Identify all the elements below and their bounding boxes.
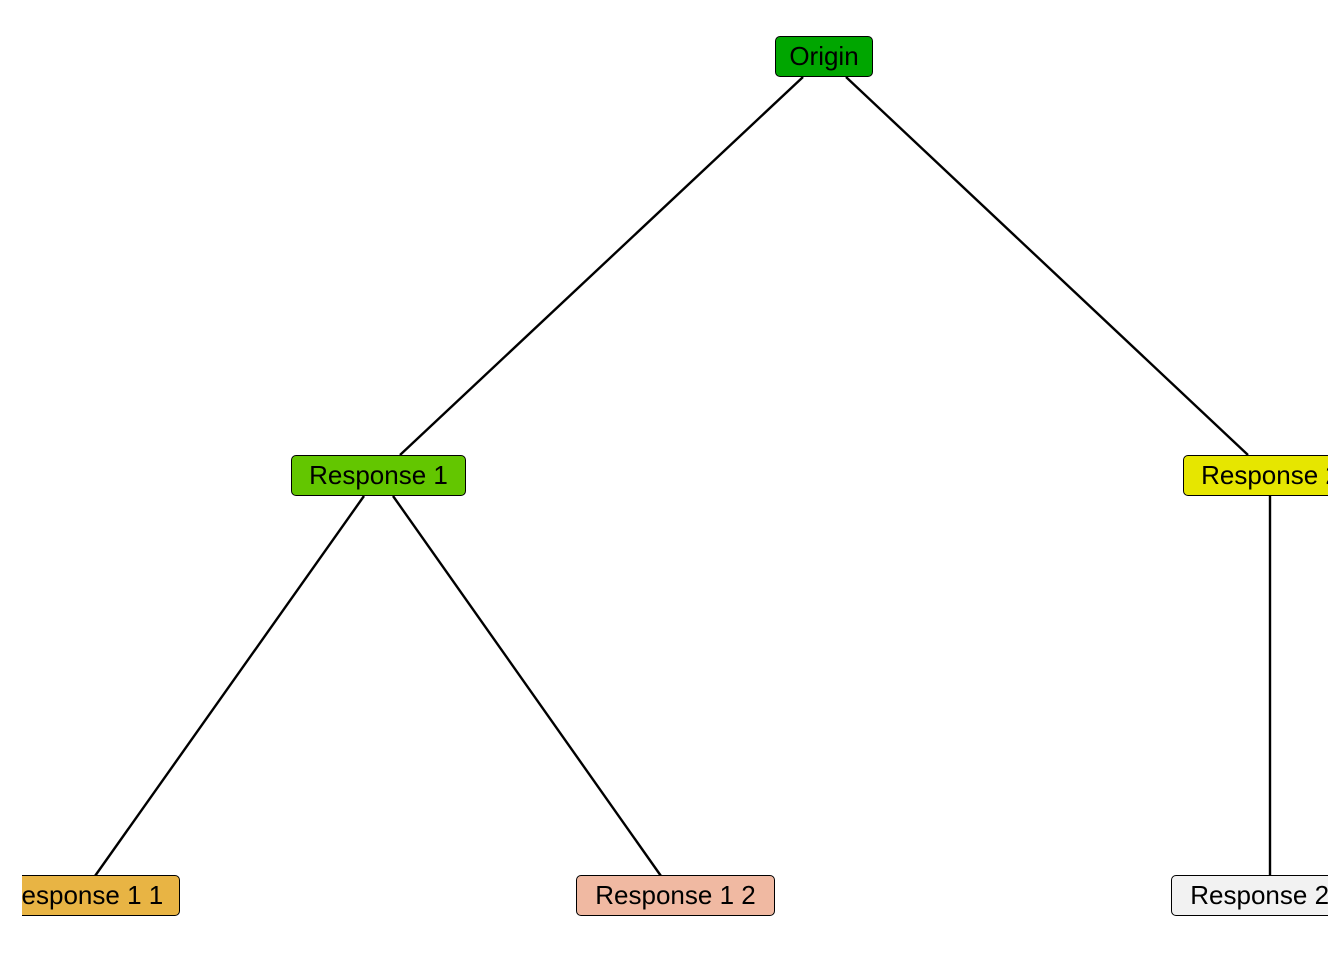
- edge-response-1-response-1-2: [392, 495, 662, 877]
- edge-origin-response-1: [399, 76, 804, 456]
- node-response-2-1-label: Response 2 1: [1190, 880, 1328, 910]
- node-response-1-2-label: Response 1 2: [595, 880, 756, 910]
- node-response-1-2: Response 1 2: [576, 875, 775, 916]
- node-response-2-1: Response 2 1: [1171, 875, 1328, 916]
- edge-origin-response-2: [845, 76, 1249, 456]
- node-origin-label: Origin: [789, 41, 859, 71]
- edge-response-1-response-1-1: [94, 495, 365, 877]
- node-origin: Origin: [775, 36, 873, 77]
- node-response-1: Response 1: [291, 455, 466, 496]
- node-response-1-label: Response 1: [309, 460, 448, 490]
- node-response-1-1-label: Response 1 1: [22, 880, 164, 910]
- node-response-1-1: Response 1 1: [22, 875, 180, 916]
- node-response-2-label: Response 2: [1201, 460, 1328, 490]
- node-response-2: Response 2: [1183, 455, 1328, 496]
- diagram-area: Origin Response 1 Response 2 Response 1 …: [22, 0, 1328, 960]
